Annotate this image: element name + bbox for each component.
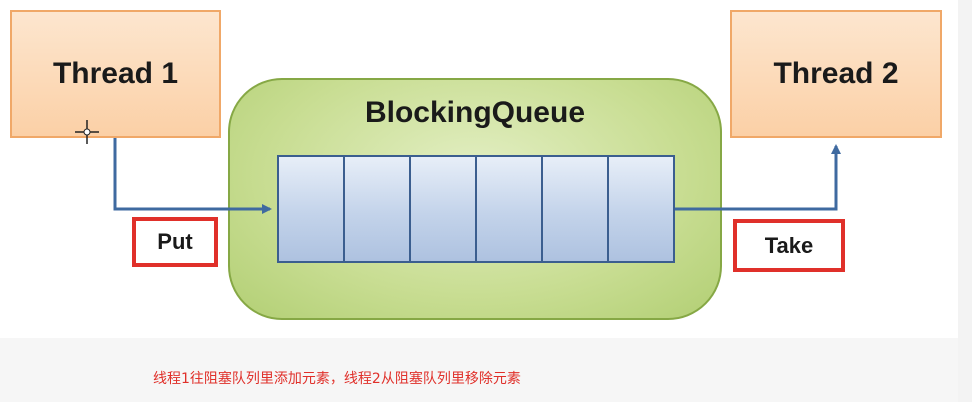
queue-slot bbox=[609, 157, 673, 261]
caption-band bbox=[0, 338, 958, 402]
blocking-queue-title: BlockingQueue bbox=[364, 96, 586, 129]
right-edge-strip bbox=[958, 0, 972, 402]
queue-slot bbox=[279, 157, 345, 261]
put-label: Put bbox=[157, 229, 193, 254]
caption-text: 线程1往阻塞队列里添加元素，线程2从阻塞队列里移除元素 bbox=[153, 371, 521, 387]
thread-2-label: Thread 2 bbox=[773, 57, 899, 90]
take-label-box: Take bbox=[733, 219, 845, 272]
thread-1-box: Thread 1 bbox=[10, 10, 221, 138]
queue-slot bbox=[543, 157, 609, 261]
queue-slot bbox=[477, 157, 543, 261]
crosshair-cursor-icon bbox=[75, 120, 99, 144]
take-label: Take bbox=[764, 232, 814, 258]
thread-2-box: Thread 2 bbox=[730, 10, 942, 138]
put-label-box: Put bbox=[132, 217, 218, 267]
thread-1-label: Thread 1 bbox=[52, 57, 179, 90]
queue-slots bbox=[277, 155, 675, 263]
queue-slot bbox=[345, 157, 411, 261]
queue-slot bbox=[411, 157, 477, 261]
